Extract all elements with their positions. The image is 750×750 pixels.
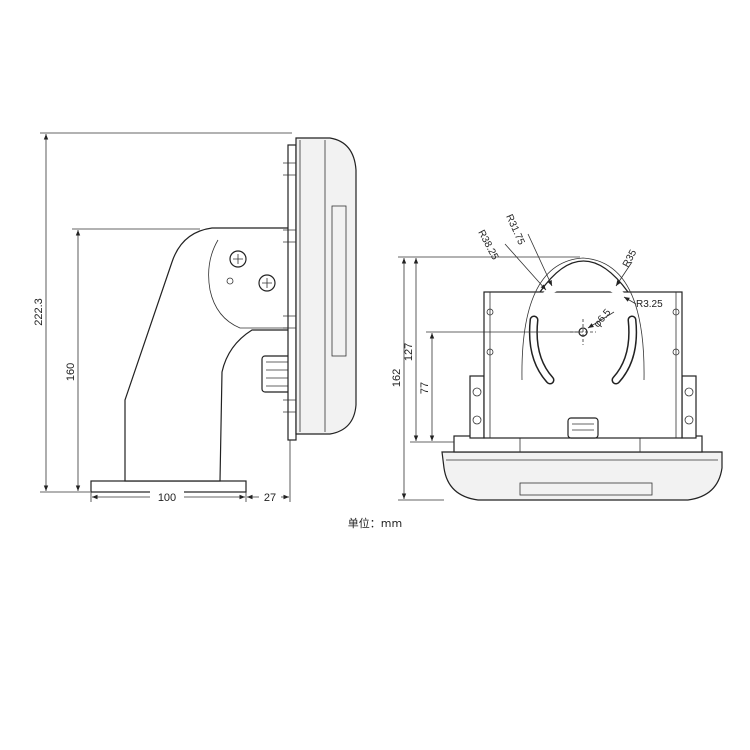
front-gland <box>567 417 599 439</box>
radius-r35: R35 <box>621 248 640 270</box>
dim-total-height: 222.3 <box>33 298 45 326</box>
bracket-arm <box>124 227 293 482</box>
luminaire-front-body <box>441 451 723 501</box>
bracket-plate <box>483 291 683 439</box>
saddle-inner <box>521 257 645 381</box>
screw-cross-icon <box>233 254 243 264</box>
luminaire-lens <box>331 205 347 357</box>
dim-hole-height: 77 <box>419 382 431 394</box>
side-tab-left <box>469 375 485 439</box>
arm-pivot-plate <box>208 239 292 329</box>
mounting-plate <box>287 144 297 441</box>
dim-base-width: 100 <box>158 492 176 504</box>
dim-front-height: 162 <box>391 369 403 387</box>
slot-upper-inner <box>543 279 624 297</box>
dim-arm-height: 160 <box>65 363 77 381</box>
dim-bracket-height: 127 <box>403 343 415 361</box>
pivot-hole <box>226 277 234 285</box>
luminaire-front-lens <box>519 482 653 496</box>
radius-r31: R31.75 <box>503 213 526 247</box>
side-tab-right <box>681 375 697 439</box>
front-view: 162 127 77 R38.25 R31.75 R35 R3.25 φ6.5 <box>391 213 723 501</box>
side-view: 222.3 160 100 27 <box>33 132 357 504</box>
dim-depth: 27 <box>264 492 276 504</box>
radius-r3: R3.25 <box>636 299 663 310</box>
unit-label: 单位：mm <box>347 517 403 530</box>
screw-cross-icon <box>262 278 272 288</box>
luminaire-body <box>295 137 357 435</box>
